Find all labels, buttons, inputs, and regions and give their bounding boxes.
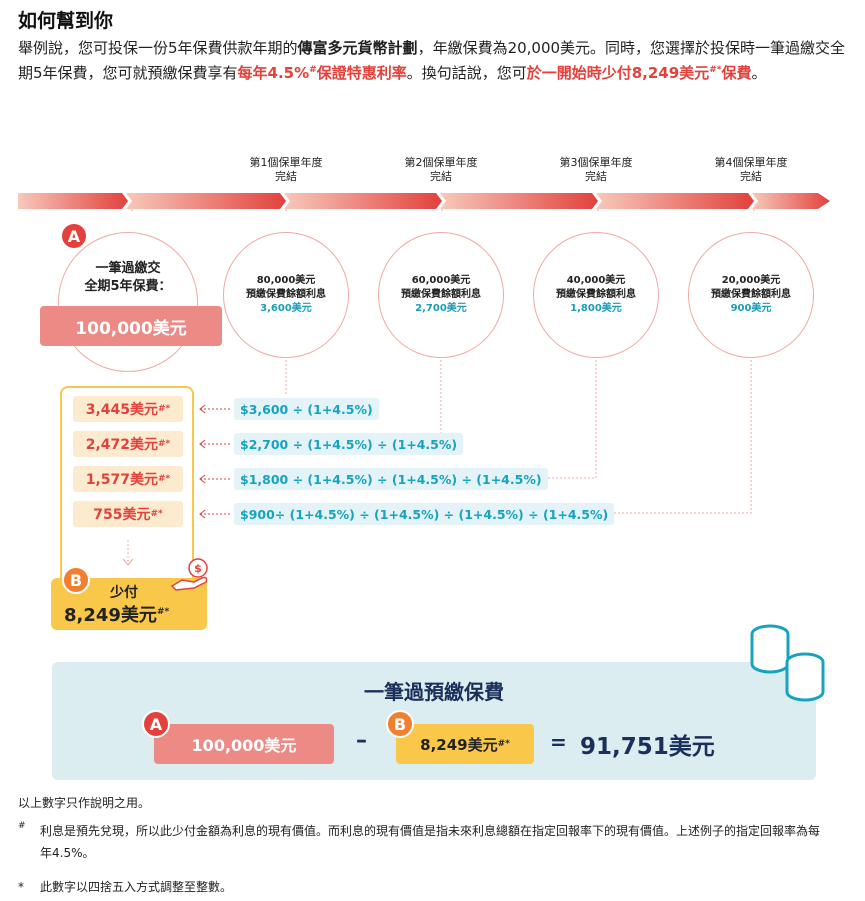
circle-interest: 2,700美元 xyxy=(415,303,467,314)
footnote-illustration: 以上數字只作說明之用。 xyxy=(18,796,151,810)
summary-title: 一筆過預繳保費 xyxy=(364,680,504,704)
circle-interest: 900美元 xyxy=(730,303,772,314)
formula-3: $1,800 ÷ (1+4.5%) ÷ (1+4.5%) ÷ (1+4.5%) xyxy=(234,468,548,490)
less-paid-label: 少付 xyxy=(110,585,138,601)
lump-sum-amount: 100,000美元 xyxy=(40,306,222,346)
year-circle-3: 40,000美元 預繳保費餘額利息 1,800美元 xyxy=(533,232,659,358)
intro-text-4: 。 xyxy=(751,64,767,82)
footnote-hash-symbol: # xyxy=(18,821,26,831)
less-paid-mark: #* xyxy=(156,607,170,617)
summary-a-amount: 100,000美元 xyxy=(154,724,334,764)
timeline-arrow xyxy=(18,193,830,213)
year-circle-2: 60,000美元 預繳保費餘額利息 2,700美元 xyxy=(378,232,504,358)
pv-value-2: 2,472美元#* xyxy=(73,431,183,457)
circle-balance: 60,000美元 xyxy=(411,275,471,286)
rate-tail: 保證特惠利率 xyxy=(316,64,407,82)
hand-coin-icon: $ xyxy=(170,558,208,591)
footnote-star-symbol: * xyxy=(18,880,24,894)
summary-badge-b: B xyxy=(386,710,414,738)
footnote-star-text: 此數字以四捨五入方式調整至整數。 xyxy=(40,880,233,894)
equals-sign: = xyxy=(550,730,567,754)
rate-text: 每年4.5% xyxy=(237,64,310,82)
less-paid-amount: 8,249美元#* xyxy=(64,601,169,627)
footnote-hash-text: 利息是預先兌現，所以此少付金額為利息的現有價值。而利息的現有價值是指未來利息總額… xyxy=(40,824,821,860)
circle-balance: 40,000美元 xyxy=(566,275,626,286)
formula-2: $2,700 ÷ (1+4.5%) ÷ (1+4.5%) xyxy=(234,433,464,455)
pv-value-text: 755美元 xyxy=(93,507,151,523)
circle-interest: 3,600美元 xyxy=(260,303,312,314)
circle-interest: 1,800美元 xyxy=(570,303,622,314)
badge-b: B xyxy=(62,566,90,594)
year-label-1: 第1個保單年度 完結 xyxy=(249,156,323,183)
minus-sign: – xyxy=(356,728,367,753)
formula-1: $3,600 ÷ (1+4.5%) xyxy=(234,398,379,420)
intro-text-2: ，年繳保費為20,000美元。同時，您選擇於投保時一筆過繳交全期5年保費，您可就… xyxy=(18,39,846,82)
badge-a: A xyxy=(60,222,88,250)
pv-value-text: 2,472美元 xyxy=(85,437,159,453)
pv-value-1: 3,445美元#* xyxy=(73,396,183,422)
circle-balance: 80,000美元 xyxy=(256,275,316,286)
down-arrow-icon xyxy=(122,540,134,566)
formula-4: $900÷ (1+4.5%) ÷ (1+4.5%) ÷ (1+4.5%) ÷ (… xyxy=(234,503,615,525)
page-title: 如何幫到你 xyxy=(18,10,114,32)
year-circle-4: 20,000美元 預繳保費餘額利息 900美元 xyxy=(688,232,814,358)
year-label-3: 第3個保單年度 完結 xyxy=(559,156,633,183)
intro-text-1: 舉例說，您可投保一份5年保費供款年期的 xyxy=(18,39,298,57)
circle-label: 預繳保費餘額利息 xyxy=(711,289,791,300)
summary-badge-a: A xyxy=(142,710,170,738)
intro-paragraph: 舉例說，您可投保一份5年保費供款年期的傳富多元貨幣計劃，年繳保費為20,000美… xyxy=(18,36,848,86)
rate-mark: # xyxy=(309,65,317,75)
summary-b-value: 8,249美元 xyxy=(420,735,498,754)
saving-mark: #* xyxy=(709,65,722,75)
circle-label: 預繳保費餘額利息 xyxy=(401,289,481,300)
pv-value-text: 3,445美元 xyxy=(85,402,159,418)
lump-sum-line2: 全期5年保費： xyxy=(84,279,172,294)
pv-value-4: 755美元#* xyxy=(73,501,183,527)
summary-b-amount: 8,249美元#* xyxy=(396,724,534,764)
product-name: 傳富多元貨幣計劃 xyxy=(297,39,418,57)
year-label-4: 第4個保單年度 完結 xyxy=(714,156,788,183)
pv-value-text: 1,577美元 xyxy=(85,472,159,488)
year-circle-1: 80,000美元 預繳保費餘額利息 3,600美元 xyxy=(223,232,349,358)
lump-sum-label: 一筆過繳交 全期5年保費： xyxy=(68,260,188,296)
saving-tail: 保費 xyxy=(721,64,752,82)
intro-text-3: 。換句話說，您可 xyxy=(406,64,527,82)
circle-label: 預繳保費餘額利息 xyxy=(246,289,326,300)
year-label-2: 第2個保單年度 完結 xyxy=(404,156,478,183)
pv-arrows xyxy=(199,404,230,519)
lump-sum-line1: 一筆過繳交 xyxy=(95,261,161,276)
circle-label: 預繳保費餘額利息 xyxy=(556,289,636,300)
summary-result: 91,751美元 xyxy=(580,734,715,760)
circle-balance: 20,000美元 xyxy=(721,275,781,286)
coin-stack-icon xyxy=(750,624,825,702)
svg-text:$: $ xyxy=(194,562,202,575)
saving-text: 於一開始時少付8,249美元 xyxy=(526,64,710,82)
less-paid-value: 8,249美元 xyxy=(64,605,157,626)
pv-value-3: 1,577美元#* xyxy=(73,466,183,492)
lump-sum-circle xyxy=(58,232,198,372)
